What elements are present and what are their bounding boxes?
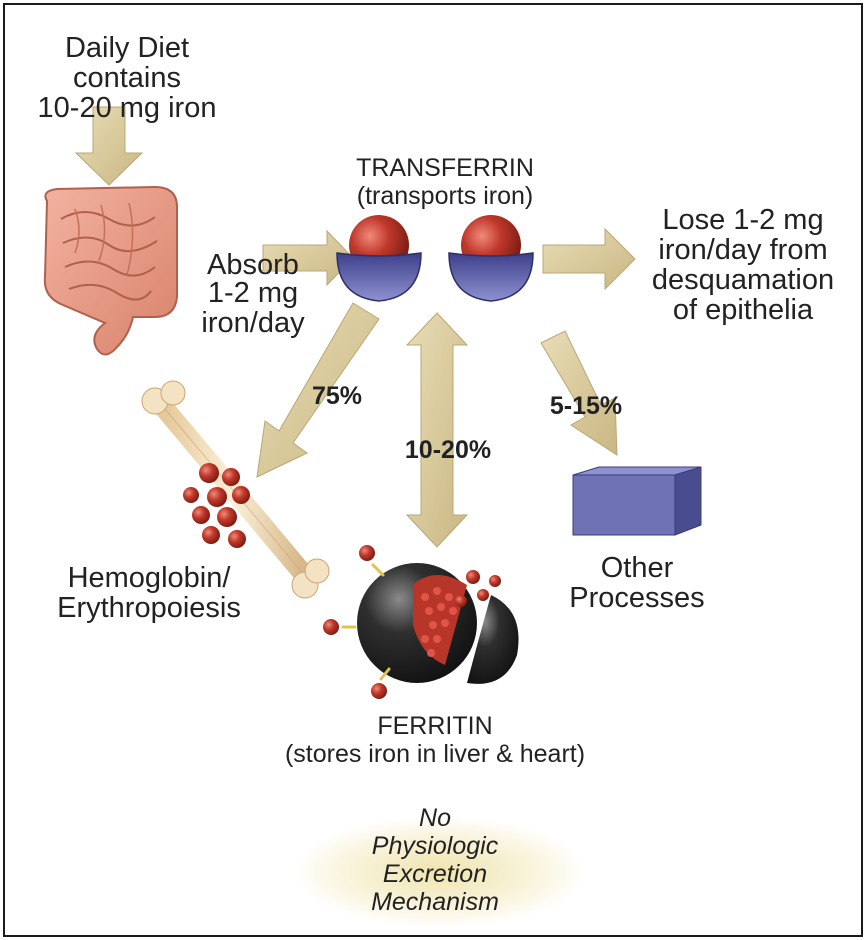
excretion-label-2: Physiologic (371, 832, 499, 860)
excretion-label-1: No (419, 804, 451, 832)
diet-label-1: Daily Diet (64, 32, 190, 64)
intestine-illustration (43, 185, 178, 356)
hemoglobin-label-1: Hemoglobin/ (67, 562, 231, 594)
excretion-label-3: Excretion (382, 860, 488, 888)
other-processes-box (572, 466, 702, 536)
transferrin-molecule (336, 215, 534, 302)
diet-label-3: 10-20 mg iron (37, 92, 217, 124)
percent-other: 5-15% (549, 392, 623, 420)
ferritin-subtitle: (stores iron in liver & heart) (284, 740, 586, 768)
other-label-2: Processes (569, 582, 705, 614)
arrow-to-other (540, 330, 618, 456)
arrow-diet-to-intestine (74, 106, 144, 186)
hemoglobin-label-2: Erythropoiesis (57, 592, 241, 624)
other-label-1: Other (600, 552, 674, 584)
loss-label-1: Lose 1-2 mg (662, 204, 824, 236)
arrow-to-hemoglobin (256, 302, 380, 478)
diet-label-2: contains (72, 62, 181, 94)
percent-hemoglobin: 75% (311, 382, 363, 410)
percent-ferritin: 10-20% (404, 436, 492, 464)
ferritin-title: FERRITIN (377, 712, 493, 740)
loss-label-4: of epithelia (672, 294, 814, 326)
absorb-label-2: 1-2 mg (207, 277, 299, 309)
transferrin-subtitle: (transports iron) (356, 182, 534, 210)
excretion-glow (295, 817, 585, 927)
diagram-art (43, 106, 702, 699)
ferritin-sphere (323, 545, 519, 699)
bone-illustration (141, 380, 330, 599)
arrow-loss (542, 227, 636, 291)
loss-label-3: desquamation (651, 264, 835, 296)
absorb-label-3: iron/day (201, 307, 305, 339)
loss-label-2: iron/day from (658, 234, 828, 266)
excretion-label-4: Mechanism (371, 888, 499, 916)
arrow-ferritin-exchange (405, 312, 469, 548)
diagram-frame: Daily Diet contains 10-20 mg iron Absorb… (3, 3, 863, 937)
red-blood-cells (183, 463, 250, 548)
transferrin-title: TRANSFERRIN (356, 154, 534, 182)
absorb-label-1: Absorb (207, 249, 299, 281)
